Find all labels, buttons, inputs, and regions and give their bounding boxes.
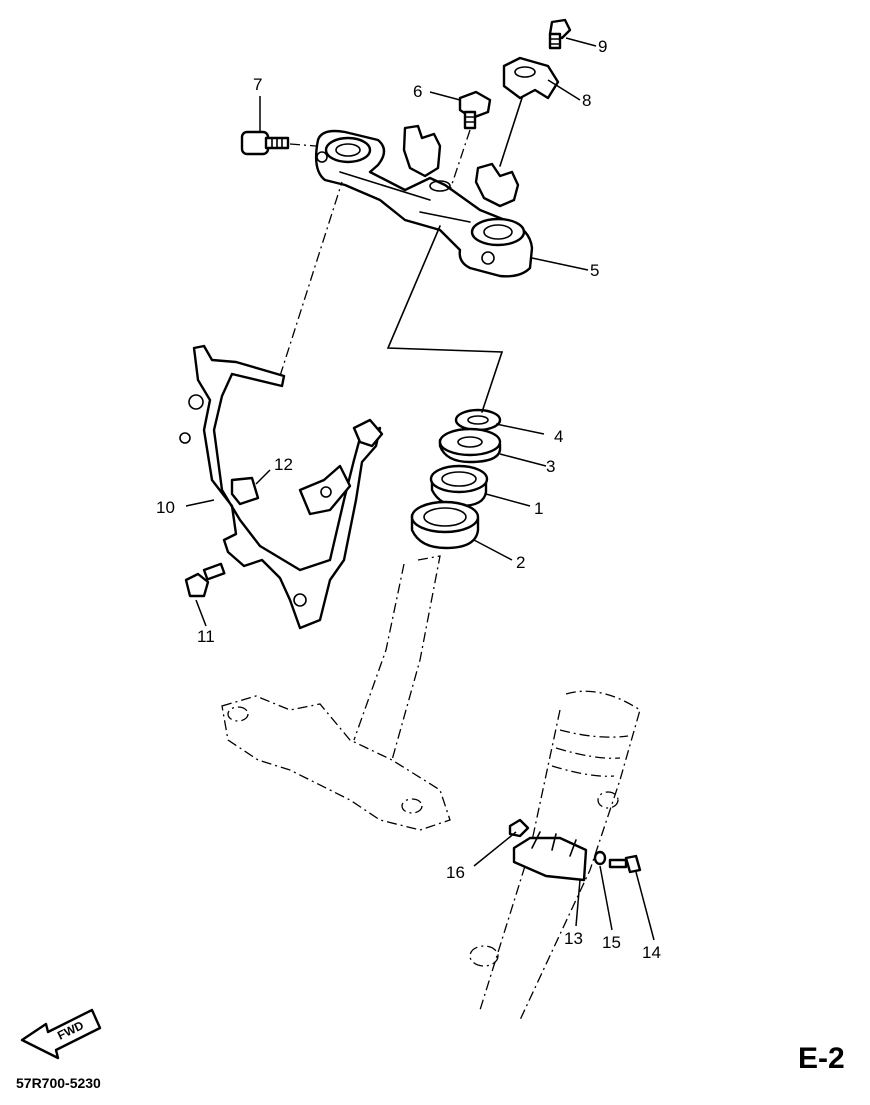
nut-16-part	[508, 818, 530, 838]
callout-7: 7	[253, 75, 262, 94]
callout-2: 2	[516, 553, 525, 572]
sheet-id: E-2	[798, 1042, 845, 1075]
screw-14-part	[608, 854, 642, 874]
cable-guide-13-part	[512, 831, 588, 882]
bearing-1-part	[429, 464, 489, 508]
washer-15-part	[593, 850, 607, 866]
callout-9: 9	[598, 37, 607, 56]
callout-8: 8	[582, 91, 591, 110]
callout-1: 1	[534, 499, 543, 518]
nut-4-part	[454, 408, 502, 432]
bolt-6-part	[449, 90, 492, 191]
stay-mount-line	[279, 181, 343, 377]
callout-5: 5	[590, 261, 599, 280]
callout-6: 6	[413, 82, 422, 101]
upper-bracket-part	[314, 124, 534, 278]
callout-16: 16	[446, 863, 465, 882]
callout-labels: 1 2 3 4 5 6 7 8 9 10 11 12 13 14 15 16	[156, 37, 661, 962]
callout-11: 11	[197, 627, 215, 646]
callout-15: 15	[602, 933, 621, 952]
callout-13: 13	[564, 929, 583, 948]
bolt-9-part	[548, 18, 572, 50]
bolt-11-part	[184, 562, 226, 598]
grommet-12-part	[230, 476, 260, 506]
bearing-2-part	[410, 500, 480, 550]
callout-4: 4	[554, 427, 563, 446]
cap-8-part	[499, 56, 560, 167]
callout-3: 3	[546, 457, 555, 476]
callout-10: 10	[156, 498, 175, 517]
headlight-stay-10-part	[179, 344, 384, 630]
drawing-code: 57R700-5230	[16, 1075, 101, 1091]
bolt-7-part	[240, 130, 317, 156]
steering-stem-phantom	[221, 555, 451, 831]
callout-14: 14	[642, 943, 661, 962]
leader-lines	[185, 37, 655, 941]
assembly-line	[386, 225, 504, 413]
washer-3-part	[438, 427, 502, 464]
callout-12: 12	[274, 455, 293, 474]
fwd-arrow-icon: FWD	[20, 1008, 102, 1060]
